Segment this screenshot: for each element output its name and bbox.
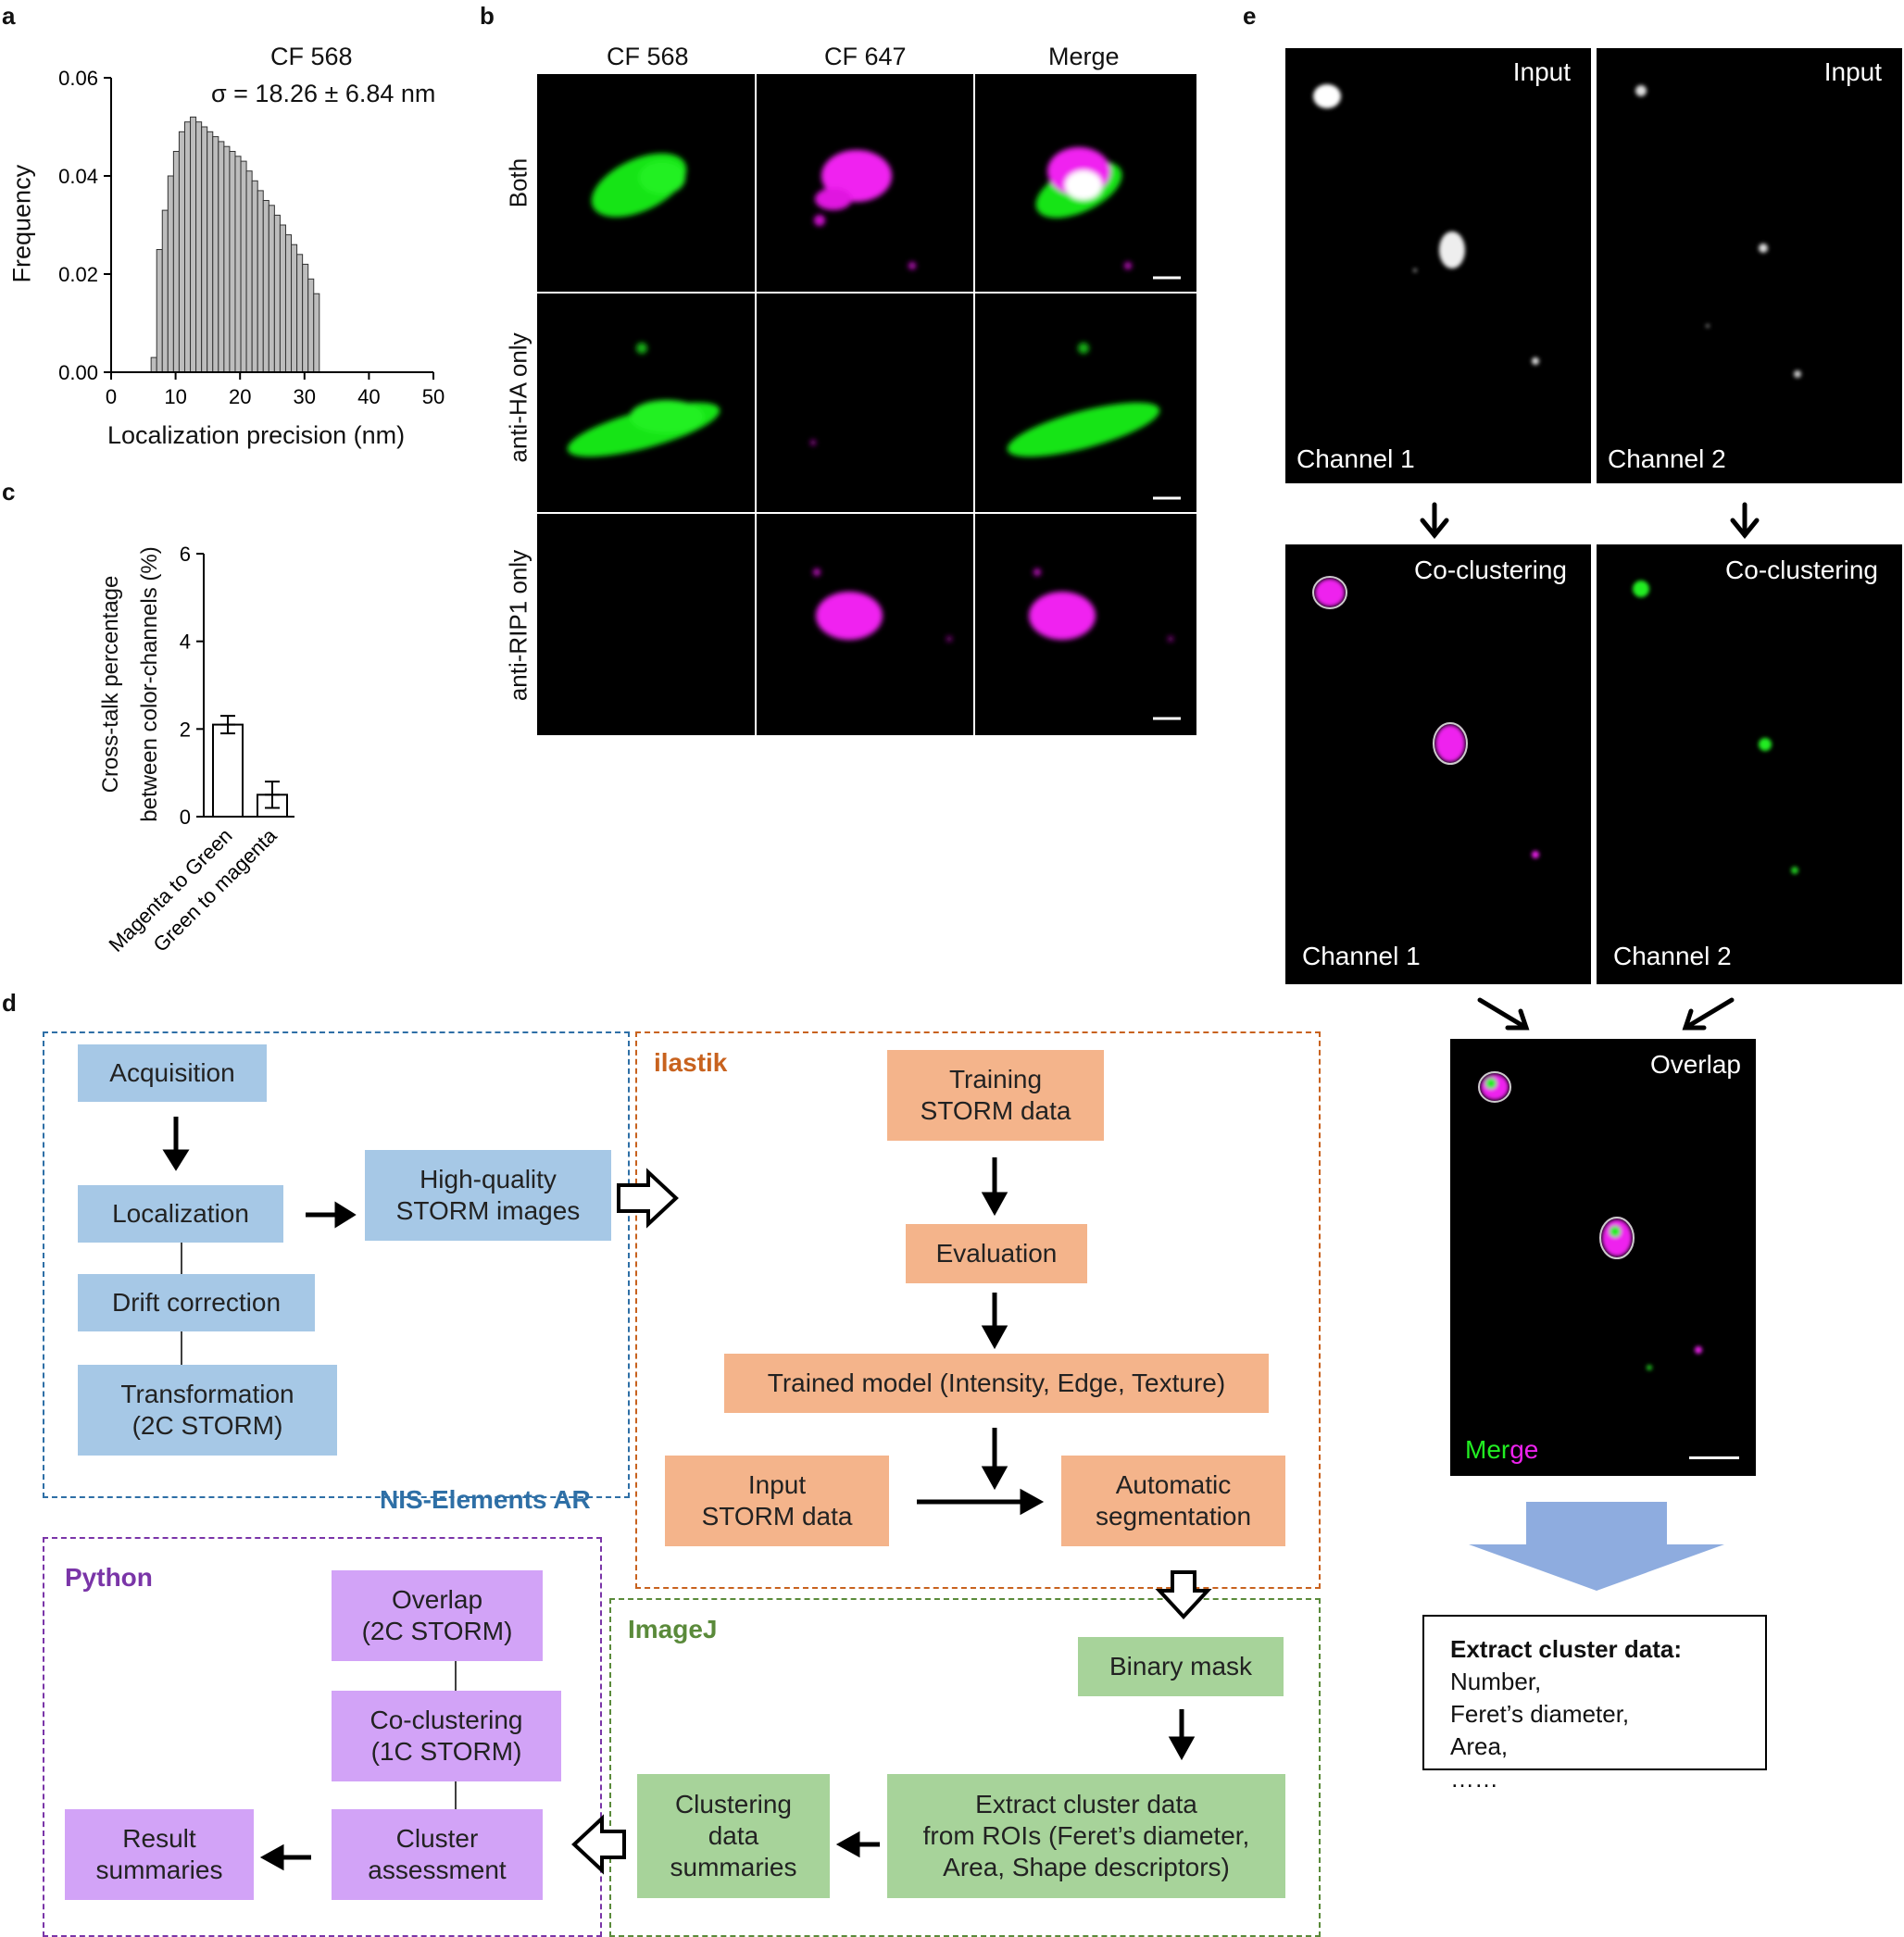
nis-label: NIS-Elements AR xyxy=(380,1485,591,1514)
trained-model-box: Trained model (Intensity, Edge, Texture) xyxy=(724,1354,1269,1413)
micrograph-grid-image xyxy=(537,74,1196,735)
result-summaries-box: Result summaries xyxy=(65,1809,254,1900)
overlap-image: Overlap Merge xyxy=(1450,1039,1756,1476)
input-channel2-spots xyxy=(1635,85,1801,378)
drift-correction-box: Drift correction xyxy=(78,1274,315,1331)
input-channel1-image: Input Channel 1 xyxy=(1285,48,1591,483)
overlap-box: Overlap (2C STORM) xyxy=(332,1570,543,1661)
localization-box: Localization xyxy=(78,1185,283,1243)
cocluster-label-1: Co-clustering xyxy=(1414,556,1567,584)
overlap-label: Overlap xyxy=(1649,1050,1741,1079)
evaluation-box: Evaluation xyxy=(906,1224,1087,1283)
auto-seg-box: Automatic segmentation xyxy=(1061,1456,1285,1546)
y-tick-label: 6 xyxy=(180,543,191,566)
micrograph-grid xyxy=(537,74,1196,735)
acquisition-box: Acquisition xyxy=(78,1044,267,1102)
chart-a-title: CF 568 xyxy=(270,43,353,70)
panel-label-e: e xyxy=(1243,2,1257,30)
transformation-box: Transformation (2C STORM) xyxy=(78,1365,337,1456)
cocluster-channel2-image: Co-clustering Channel 2 xyxy=(1597,544,1902,984)
extract-item-feret: Feret’s diameter, xyxy=(1450,1700,1630,1728)
channel1-label-1: Channel 1 xyxy=(1296,444,1415,473)
x-tick-label: 10 xyxy=(164,385,186,408)
col-header-cf568: CF 568 xyxy=(607,43,689,70)
input-label-2: Input xyxy=(1823,57,1882,86)
x-tick-label: 50 xyxy=(422,385,445,408)
training-box: Training STORM data xyxy=(887,1050,1104,1141)
extract-title: Extract cluster data: xyxy=(1450,1635,1682,1663)
y-tick-label: 0 xyxy=(180,806,191,829)
extract-item-more: …… xyxy=(1450,1765,1498,1793)
panel-label-c: c xyxy=(2,478,16,506)
x-tick-label: 20 xyxy=(229,385,251,408)
col-header-cf647: CF 647 xyxy=(824,43,907,70)
chart-a-xlabel: Localization precision (nm) xyxy=(107,421,406,449)
cocluster-channel1-image: Co-clustering Channel 1 xyxy=(1285,544,1591,984)
binary-mask-box: Binary mask xyxy=(1078,1637,1284,1696)
extract-item-number: Number, xyxy=(1450,1668,1542,1695)
y-tick-label: 0.00 xyxy=(58,361,98,384)
input-channel2-image: Input Channel 2 xyxy=(1597,48,1902,483)
ilastik-group xyxy=(635,1031,1321,1589)
input-storm-box: Input STORM data xyxy=(665,1456,889,1546)
cluster-assessment-box: Cluster assessment xyxy=(332,1809,543,1900)
input-channel1-spots xyxy=(1313,84,1539,365)
input-label-1: Input xyxy=(1512,57,1571,86)
merge-label: Merge xyxy=(1465,1435,1539,1464)
x-tick-label: 0 xyxy=(106,385,117,408)
y-tick-label: 2 xyxy=(180,718,191,741)
high-quality-box: High-quality STORM images xyxy=(365,1150,611,1241)
col-header-merge: Merge xyxy=(1048,43,1120,70)
cocluster-channel2-spots xyxy=(1633,581,1798,874)
extract-item-area: Area, xyxy=(1450,1732,1509,1760)
nis-group xyxy=(43,1031,630,1498)
channel2-label-2: Channel 2 xyxy=(1613,942,1732,970)
histogram-chart: 0.00 0.02 0.04 0.06 0 10 20 30 40 50 xyxy=(58,67,445,408)
coclustering-box: Co-clustering (1C STORM) xyxy=(332,1691,561,1781)
chart-a-sigma: σ = 18.26 ± 6.84 nm xyxy=(211,80,436,107)
cocluster-label-2: Co-clustering xyxy=(1725,556,1878,584)
cocluster-channel1-spots xyxy=(1312,576,1539,858)
clustering-summaries-box: Clustering data summaries xyxy=(637,1774,830,1898)
overlap-spots xyxy=(1478,1071,1702,1370)
extract-roi-box: Extract cluster data from ROIs (Feret’s … xyxy=(887,1774,1285,1898)
extract-cluster-box: Extract cluster data: Number, Feret’s di… xyxy=(1422,1615,1767,1793)
overlap-scale-bar xyxy=(1689,1456,1739,1459)
channel2-label-1: Channel 2 xyxy=(1608,444,1726,473)
imagej-label: ImageJ xyxy=(628,1615,718,1643)
y-tick-label: 0.02 xyxy=(58,263,98,286)
panel-label-a: a xyxy=(2,2,16,30)
y-tick-label: 0.06 xyxy=(58,67,98,90)
y-tick-label: 0.04 xyxy=(58,165,98,188)
panel-label-b: b xyxy=(480,2,495,30)
x-tick-label: 40 xyxy=(357,385,380,408)
ilastik-label: ilastik xyxy=(654,1048,728,1077)
python-label: Python xyxy=(65,1563,153,1592)
channel1-label-2: Channel 1 xyxy=(1302,942,1421,970)
y-tick-label: 4 xyxy=(180,631,191,654)
panel-label-d: d xyxy=(2,989,17,1017)
x-tick-label: 30 xyxy=(294,385,316,408)
